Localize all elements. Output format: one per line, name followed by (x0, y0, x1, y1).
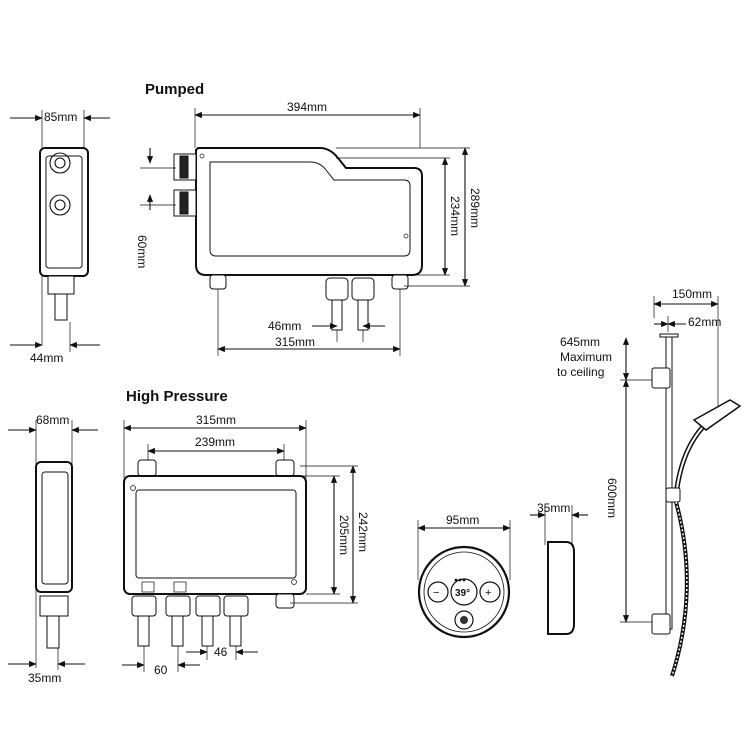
pumped-outlet-spacing-label: 46mm (268, 319, 301, 333)
pumped-side-depth-label: 44mm (30, 351, 63, 365)
pumped-bracket-width-label: 315mm (275, 335, 315, 349)
riser-rail-view: 150mm 62mm 645mm Maximum to ceiling 600m… (557, 287, 742, 677)
riser-height-label: 600mm (605, 478, 619, 518)
plus-icon: + (485, 587, 491, 599)
riser-ceiling-line1: Maximum (560, 350, 612, 364)
high-pressure-heading: High Pressure (126, 388, 228, 405)
pumped-side-view: 85mm 44mm (10, 110, 110, 365)
hp-height-outer-label: 242mm (356, 512, 370, 552)
hp-side-depth-label: 35mm (28, 671, 61, 685)
controller-diameter-label: 95mm (446, 513, 479, 527)
hp-side-view: 68mm 35mm (8, 413, 98, 685)
controller-depth-label: 35mm (537, 501, 570, 515)
hp-left-spacing-label: 60 (154, 663, 168, 677)
pumped-front-view: 394mm 60mm 46mm 315mm (135, 100, 482, 356)
hp-right-spacing-label: 46 (214, 645, 228, 659)
pumped-side-width-label: 85mm (44, 110, 77, 124)
riser-ceiling-value: 645mm (560, 335, 600, 349)
hp-width-label: 315mm (196, 413, 236, 427)
hp-front-view: 315mm 239mm 60 46 (122, 413, 370, 677)
controller-front-view: 95mm − + 39° (417, 513, 511, 639)
controller-side-view: 35mm (530, 501, 588, 635)
pumped-inlet-spacing-label: 60mm (135, 235, 149, 268)
riser-ceiling-line2: to ceiling (557, 365, 604, 379)
hp-height-inner-label: 205mm (337, 515, 351, 555)
pumped-heading: Pumped (145, 81, 204, 98)
minus-icon: − (433, 587, 439, 599)
riser-offset-label: 62mm (688, 315, 721, 329)
hp-side-width-label: 68mm (36, 413, 69, 427)
riser-width-label: 150mm (672, 287, 712, 301)
hp-inner-width-label: 239mm (195, 435, 235, 449)
controller-display-temp: 39° (455, 588, 470, 599)
pumped-width-label: 394mm (287, 100, 327, 114)
pumped-height-outer-label: 289mm (468, 188, 482, 228)
pumped-height-inner-label: 234mm (448, 196, 462, 236)
